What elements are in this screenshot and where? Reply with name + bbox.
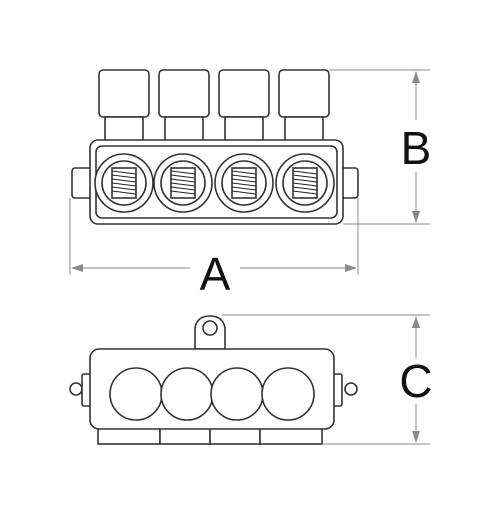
dimension-b-label: B [401, 122, 432, 174]
side-view [69, 315, 358, 445]
cap-3 [218, 69, 270, 142]
side-port-1 [109, 367, 163, 421]
side-port-2 [160, 367, 214, 421]
cap-2 [158, 69, 210, 142]
cap-4 [278, 69, 330, 142]
left-stub [71, 167, 93, 199]
dimension-c-label: C [399, 355, 432, 407]
dimension-a: A [69, 198, 359, 300]
cap-1 [98, 69, 150, 142]
side-port-3 [210, 367, 264, 421]
port-3 [214, 153, 274, 213]
side-port-4 [261, 367, 315, 421]
right-nub [344, 382, 358, 396]
dimension-b: B [329, 69, 432, 225]
dimension-a-label: A [200, 248, 231, 300]
mounting-hole [202, 320, 218, 336]
port-2 [153, 153, 213, 213]
dimension-c: C [222, 314, 433, 445]
port-1 [94, 153, 154, 213]
left-nub [69, 382, 83, 396]
port-4 [275, 153, 335, 213]
top-view [71, 69, 359, 225]
